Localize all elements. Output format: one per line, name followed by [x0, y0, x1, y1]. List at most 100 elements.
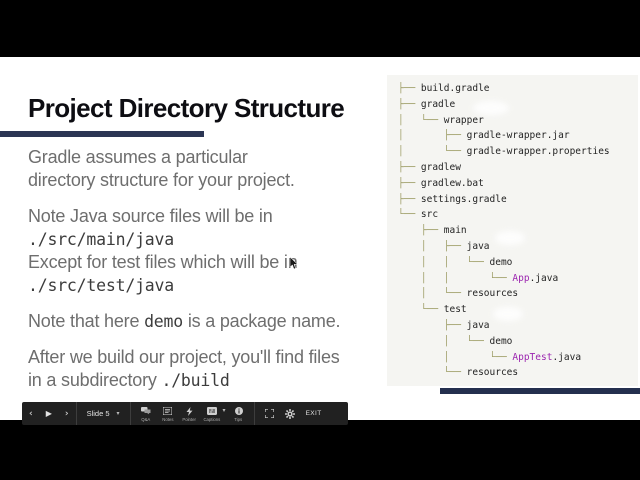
body-text-line: Note Java source files will be in: [28, 205, 388, 228]
tree-node-name: gradlew: [420, 161, 461, 173]
tree-node-name: main: [443, 225, 467, 237]
body-text-segment: directory structure for your project.: [28, 170, 295, 190]
body-text-segment: Note Java source files will be in: [28, 206, 273, 226]
tree-row: ├── gradle: [398, 97, 610, 113]
tree-branch-lines: ├──: [398, 161, 421, 173]
glare-spot: [495, 231, 525, 245]
tree-node-name: src: [420, 209, 439, 221]
title-underline: [0, 131, 204, 137]
tree-row: ├── main: [398, 223, 610, 239]
bottom-letterbox: [0, 420, 640, 480]
tree-node-suffix: .java: [552, 351, 582, 363]
tree-row: │ └── AppTest.java: [398, 350, 610, 366]
tree-node-name: test: [443, 304, 467, 316]
body-text-line: After we build our project, you'll find …: [28, 346, 388, 369]
gear-icon[interactable]: [284, 408, 295, 419]
tree-node-name: gradle: [420, 98, 456, 110]
body-text-line: ./src/main/java: [28, 228, 388, 251]
tree-node-name: gradlew.bat: [420, 177, 484, 189]
tree-branch-lines: │ └──: [398, 288, 467, 300]
inline-code: demo: [144, 312, 184, 331]
tree-branch-lines: │ └──: [398, 114, 444, 126]
tree-row: │ ├── gradle-wrapper.jar: [398, 128, 610, 144]
tree-node-name: demo: [489, 335, 513, 347]
toolbar-pointer-button[interactable]: Pointer: [179, 406, 201, 422]
toolbar-button-label: Pointer: [182, 416, 197, 422]
glare-spot: [493, 307, 523, 321]
tree-branch-lines: ├──: [398, 98, 421, 110]
tree-branch-lines: │ └──: [398, 335, 490, 347]
exit-button[interactable]: EXIT: [305, 410, 322, 417]
tree-branch-lines: │ ├──: [398, 240, 467, 252]
paragraph: After we build our project, you'll find …: [28, 346, 388, 392]
tree-node-name: demo: [489, 256, 513, 268]
body-text-line: Note that here demo is a package name.: [28, 310, 388, 333]
tips-circle-icon: [234, 407, 243, 416]
tree-row: └── test: [398, 302, 610, 318]
toolbar-qa-button[interactable]: Q&A: [135, 406, 157, 422]
body-text-line: in a subdirectory ./build: [28, 369, 388, 392]
toolbar-notes-button[interactable]: Notes: [157, 406, 179, 422]
toolbar-button-label: Captions: [203, 416, 220, 422]
toolbar-captions-button[interactable]: Captions: [201, 406, 223, 422]
tree-node-name: App: [512, 272, 530, 284]
bottom-accent-bar: [440, 388, 640, 394]
tree-row: └── src: [398, 207, 610, 223]
tree-row: │ └── demo: [398, 334, 610, 350]
directory-tree-panel: ├── build.gradle├── gradle│ └── wrapper│…: [387, 75, 638, 386]
notes-icon: [163, 407, 173, 416]
tree-branch-lines: ├──: [398, 177, 421, 189]
tree-branch-lines: │ └──: [398, 351, 513, 363]
tree-branch-lines: ├──: [398, 83, 421, 94]
tree-row: ├── build.gradle: [398, 81, 610, 97]
tree-row: │ └── resources: [398, 286, 610, 302]
tree-branch-lines: └──: [398, 209, 421, 221]
tree-node-name: AppTest: [512, 351, 553, 363]
tree-row: ├── java: [398, 318, 610, 334]
tree-node-name: gradle-wrapper.jar: [466, 130, 570, 142]
slide-nav-group: ‹ ▶ ›: [22, 402, 76, 425]
lightning-pointer-icon: [186, 406, 193, 416]
slide-counter[interactable]: Slide 5: [86, 409, 110, 418]
toolbar-divider: [129, 402, 131, 425]
body-text-segment: is a package name.: [183, 311, 341, 331]
body-text-segment: After we build our project, you'll find …: [28, 347, 340, 367]
paragraph: Note that here demo is a package name.: [28, 310, 388, 333]
previous-slide-button[interactable]: ‹: [29, 408, 33, 419]
tree-branch-lines: └──: [398, 304, 444, 316]
toolbar-divider: [75, 402, 77, 425]
body-text-line: ./src/test/java: [28, 274, 388, 297]
tree-row: │ │ └── App.java: [398, 271, 610, 287]
play-button[interactable]: ▶: [45, 409, 52, 418]
toolbar-button-label: Tips: [234, 416, 243, 422]
fullscreen-icon[interactable]: [264, 409, 274, 418]
body-text-segment: in a subdirectory: [28, 370, 162, 390]
slide-selector[interactable]: Slide 5 ▾: [77, 402, 130, 425]
tree-row: ├── settings.gradle: [398, 192, 610, 208]
mouse-cursor: [289, 256, 298, 270]
tree-node-name: wrapper: [443, 114, 484, 126]
tree-row: ├── gradlew: [398, 160, 610, 176]
chevron-down-icon[interactable]: ▾: [116, 410, 120, 417]
inline-code: ./src/test/java: [28, 276, 175, 295]
tree-branch-lines: │ │ └──: [398, 272, 513, 284]
body-text-line: Except for test files which will be in: [28, 251, 388, 274]
captions-icon: [206, 407, 217, 416]
tree-branch-lines: ├──: [398, 225, 444, 237]
toolbar-button-label: Q&A: [141, 416, 151, 422]
tree-row: ├── gradlew.bat: [398, 176, 610, 192]
tree-row: │ └── wrapper: [398, 113, 610, 129]
tree-node-name: java: [466, 319, 490, 331]
toolbar-tips-button[interactable]: Tips: [228, 406, 250, 422]
tree-node-name: gradle-wrapper.properties: [466, 146, 610, 158]
body-text-segment: Gradle assumes a particular: [28, 147, 248, 167]
body-text: Gradle assumes a particular directory str…: [28, 146, 388, 405]
top-letterbox: [0, 0, 640, 57]
captions-caret-icon[interactable]: ▾: [222, 407, 226, 414]
slide-title: Project Directory Structure: [28, 93, 345, 123]
tree-branch-lines: ├──: [398, 193, 421, 205]
next-slide-button[interactable]: ›: [64, 408, 69, 419]
